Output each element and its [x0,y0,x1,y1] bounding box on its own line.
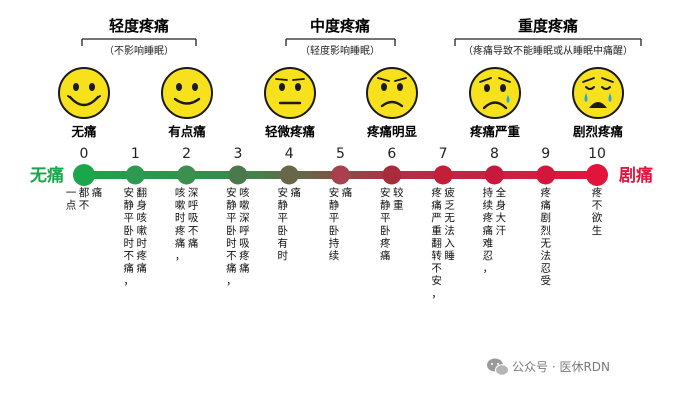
bracket [454,38,642,46]
scale-description: 安静平卧疼痛 [380,186,391,262]
scale-point-9: 9 疼痛剧烈无法忍受 [536,146,556,287]
crying-icon [572,67,624,119]
scale-point-1: 1 安静平卧时不痛，翻身咳嗽时疼痛 [124,146,148,287]
scale-points: 0一点都不痛1安静平卧时不痛，翻身咳嗽时疼痛2咳嗽时疼痛，深呼吸不痛3安静平卧时… [66,146,608,300]
watermark: 公众号 · 医休RDN [487,358,610,376]
scale-dot [125,165,145,185]
group-moderate: 中度疼痛 （轻度影响睡眠） [285,17,396,57]
scale-description: 咳嗽深呼吸疼痛 [239,186,250,275]
bracket [285,38,396,46]
scale-description: 疲乏无法入睡 [444,186,455,262]
group-title: 重度疼痛 [518,17,578,35]
scale-dot [73,164,95,186]
scale-number: 6 [387,146,396,162]
bracket [81,38,197,46]
scale-description: 痛 [342,186,353,199]
group-subtitle: （疼痛导致不能睡眠或从睡眠中痛醒） [463,44,633,57]
scale-point-2: 2 咳嗽时疼痛，深呼吸不痛 [175,146,199,262]
scale-description: 都不 [79,187,90,212]
scale-right-label: 剧痛 [619,165,653,186]
scale-description: 疼痛剧烈无法忍受 [540,186,551,287]
scale-point-10: 10 疼不欲生 [586,146,608,237]
neutral-icon [264,67,316,119]
scale-description: 安静平卧持续 [329,186,340,262]
scale-description: 安静平卧时不痛， [226,186,237,287]
face-label: 无痛 [70,124,97,139]
scale-dot [484,165,504,185]
scale-description: 疼痛严重翻转不安， [431,186,442,300]
scale-description: 疼不欲生 [592,186,603,237]
group-severe: 重度疼痛 （疼痛导致不能睡眠或从睡眠中痛醒） [454,17,642,57]
scale-description: 安静平卧时不痛， [124,186,135,287]
scale-dot [228,165,248,185]
scale-left-label: 无痛 [29,165,64,186]
scale-number: 0 [80,146,89,162]
wechat-icon [487,358,509,376]
group-mild: 轻度疼痛 （不影响睡眠） [81,17,197,57]
face-label: 疼痛严重 [470,124,521,139]
face-label: 剧烈疼痛 [573,124,624,139]
scale-number: 9 [541,146,550,162]
scale-description: 一点 [66,187,77,212]
face-label: 有点痛 [168,124,206,139]
frown-icon [366,67,418,119]
scale-number: 10 [588,146,606,162]
watermark-text: 公众号 · 医休RDN [512,360,610,374]
scale-number: 1 [131,146,140,162]
scale-dot [586,164,608,186]
scale-description: 持续疼痛难忍， [483,186,494,275]
scale-dot [536,165,556,185]
group-subtitle: （不影响睡眠） [104,44,174,57]
scale-dot [177,165,197,185]
scale-point-8: 8 持续疼痛难忍，全身大汗 [483,146,507,275]
scale-point-7: 7 疼痛严重翻转不安，疲乏无法入睡 [431,146,455,300]
scale-number: 3 [233,146,242,162]
scale-number: 5 [336,146,345,162]
scale-description: 深呼吸不痛 [188,187,199,249]
scale-point-3: 3 安静平卧时不痛，咳嗽深呼吸疼痛 [226,146,250,287]
scale-dot [433,165,453,185]
scale-number: 8 [490,146,499,162]
group-title: 中度疼痛 [310,17,370,35]
smile-icon [161,67,213,119]
big-smile-icon [58,67,110,119]
scale-description: 安静平卧有时 [277,186,288,262]
scale-number: 4 [285,146,294,162]
scale-dot [279,165,299,185]
scale-description: 较重 [393,186,404,212]
face-label: 轻微疼痛 [265,124,316,139]
sad-tear-icon [469,67,521,119]
group-subtitle: （轻度影响睡眠） [300,44,380,57]
scale-number: 7 [439,146,448,162]
scale-description: 痛 [290,186,301,199]
group-title: 轻度疼痛 [109,17,169,35]
scale-dot [331,165,350,185]
scale-description: 痛 [92,186,103,199]
scale-number: 2 [182,146,191,162]
scale-description: 全身大汗 [496,186,507,237]
scale-description: 翻身咳嗽时疼痛 [137,186,148,275]
scale-description: 咳嗽时疼痛， [175,186,186,262]
faces-row: 无痛 有点痛 轻微疼痛 疼痛明显 疼痛严重 剧烈疼痛 [58,67,624,139]
face-label: 疼痛明显 [367,124,418,139]
scale-dot [382,165,402,185]
